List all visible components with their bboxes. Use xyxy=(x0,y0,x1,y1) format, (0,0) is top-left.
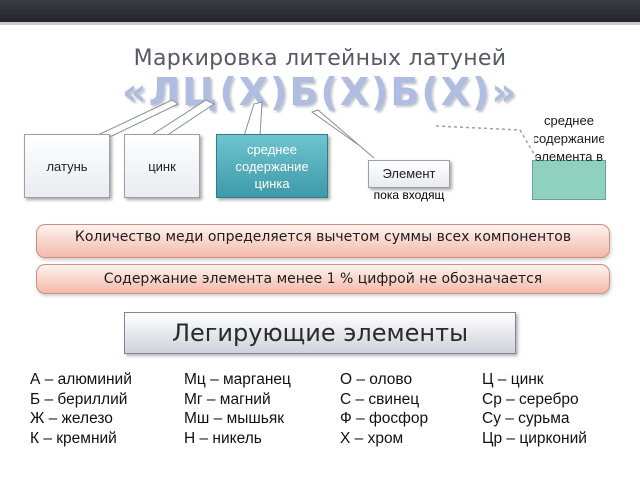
element-item: Х – хром xyxy=(340,429,404,447)
label-avg-element-box xyxy=(532,160,606,200)
slide-title: Маркировка литейных латуней xyxy=(133,46,507,71)
label-zinc-box: цинк xyxy=(124,134,200,198)
label-element: Элемент xyxy=(382,166,436,181)
pointer-avg-zinc xyxy=(243,101,263,137)
label-element-box: Элемент xyxy=(368,160,450,188)
element-item: Ц – цинк xyxy=(482,371,544,388)
label-zinc: цинк xyxy=(148,158,176,174)
element-item: Ср – серебро xyxy=(482,390,579,408)
alloy-formula: «ЛЦ(Х)Б(Х)Б(Х)» xyxy=(122,70,518,114)
elements-column-2: Мц – марганец Мг – магний Мш – мышьяк Н … xyxy=(184,370,291,448)
label-latun: латунь xyxy=(46,158,88,174)
pointer-avg-element xyxy=(435,125,541,165)
note-copper-text: Количество меди определяется вычетом сум… xyxy=(74,229,572,245)
label-latun-box: латунь xyxy=(24,134,110,198)
label-element-partial-box: пока входящ xyxy=(372,188,446,220)
elements-column-3: О – олово С – свинец Ф – фосфор Х – хром xyxy=(340,370,428,448)
element-item: А – алюминий xyxy=(30,371,132,388)
label-element-partial: пока входящ xyxy=(373,188,445,202)
elements-column-1: А – алюминий Б – бериллий Ж – железо К –… xyxy=(30,370,132,448)
element-item: Мш – мышьяк xyxy=(184,410,285,427)
element-item: О – олово xyxy=(340,371,413,388)
note-small-text: Содержание элемента менее 1 % цифрой не … xyxy=(103,271,543,287)
element-item: Ж – железо xyxy=(30,410,113,427)
label-avg-element: среднее содержание элемента в xyxy=(534,113,604,164)
element-item: Цр – цирконий xyxy=(482,429,587,447)
label-avg-element-text-box: среднее содержание элемента в xyxy=(534,112,604,222)
element-item: Б – бериллий xyxy=(30,390,128,408)
pointer-element xyxy=(310,109,375,159)
alloying-heading: Легирующие элементы xyxy=(171,319,469,347)
note-small-content: Содержание элемента менее 1 % цифрой не … xyxy=(36,264,610,294)
element-item: К – кремний xyxy=(30,429,117,447)
elements-column-4: Ц – цинк Ср – серебро Су – сурьма Цр – ц… xyxy=(482,370,587,448)
alloying-heading-box: Легирующие элементы xyxy=(124,312,516,354)
label-avg-zinc: среднее содержание цинка xyxy=(235,141,309,191)
label-avg-zinc-box: среднее содержание цинка xyxy=(216,134,328,198)
element-item: Су – сурьма xyxy=(482,410,570,427)
element-item: Н – никель xyxy=(184,429,262,447)
element-item: Ф – фосфор xyxy=(340,410,429,427)
top-bar xyxy=(0,0,640,22)
top-bar-stripe xyxy=(0,22,640,25)
element-item: С – свинец xyxy=(340,390,420,408)
note-copper-content: Количество меди определяется вычетом сум… xyxy=(36,224,610,258)
element-item: Мг – магний xyxy=(184,390,271,408)
element-item: Мц – марганец xyxy=(184,371,291,388)
